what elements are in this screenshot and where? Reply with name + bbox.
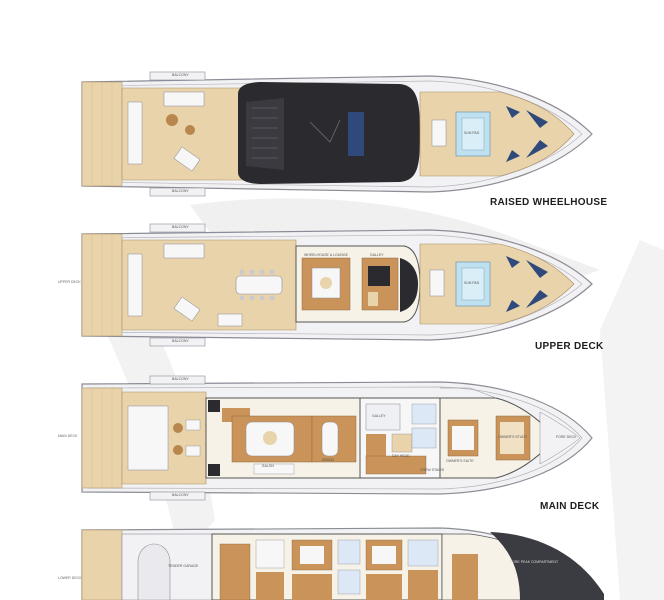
raised-wheelhouse-plan — [81, 71, 593, 197]
deck-upper: UPPER DECK BALCONY BALCONY WHEELHOUSE & … — [0, 218, 664, 358]
deck-main: MAIN DECK BALCONY BALCONY SALON DINING G… — [0, 368, 664, 518]
day-head-label: DAY HEAD — [392, 454, 410, 458]
galley-label: GALLEY — [372, 414, 386, 418]
owners-suite-label: OWNER'S SUITE — [446, 459, 474, 463]
upper-deck-side-label: UPPER DECK — [58, 280, 81, 284]
salon-label: SALON — [262, 464, 274, 468]
deck-raised-wheelhouse: BALCONY BALCONY SUN PAD RAISED WHEELHOUS… — [0, 62, 664, 222]
fore-deck-label: FORE DECK — [556, 435, 577, 439]
main-deck-plan — [81, 375, 593, 501]
deck-lower: LOWER DECK TENDER GARAGE FORE PEAK COMPA… — [0, 520, 664, 600]
sun-pad-label: SUN PAD — [464, 281, 480, 285]
balcony-label-bottom: BALCONY — [172, 189, 189, 193]
main-deck-side-label: MAIN DECK — [58, 434, 78, 438]
deck-title: RAISED WHEELHOUSE — [490, 197, 608, 208]
balcony-label-top: BALCONY — [172, 225, 189, 229]
deck-title: UPPER DECK — [535, 341, 604, 352]
lower-deck-plan — [81, 527, 604, 600]
balcony-label-bottom: BALCONY — [172, 339, 189, 343]
balcony-label-top: BALCONY — [172, 377, 189, 381]
deck-title: MAIN DECK — [540, 501, 600, 512]
crew-stairs-label: CREW STAIRS — [420, 468, 445, 472]
balcony-label-top: BALCONY — [172, 73, 189, 77]
upper-galley-label: GALLEY — [370, 253, 384, 257]
sun-pad-label: SUN PAD — [464, 131, 480, 135]
tender-garage-label: TENDER GARAGE — [168, 564, 199, 568]
fore-peak-label: FORE PEAK COMPARTMENT — [510, 560, 559, 564]
upper-deck-plan — [81, 223, 593, 347]
balcony-label-bottom: BALCONY — [172, 493, 189, 497]
wheelhouse-lounge-label: WHEELHOUSE & LOUNGE — [304, 253, 348, 257]
lower-deck-side-label: LOWER DECK — [58, 576, 82, 580]
owners-study-label: OWNER'S STUDY — [498, 435, 528, 439]
dining-label: DINING — [322, 458, 335, 462]
